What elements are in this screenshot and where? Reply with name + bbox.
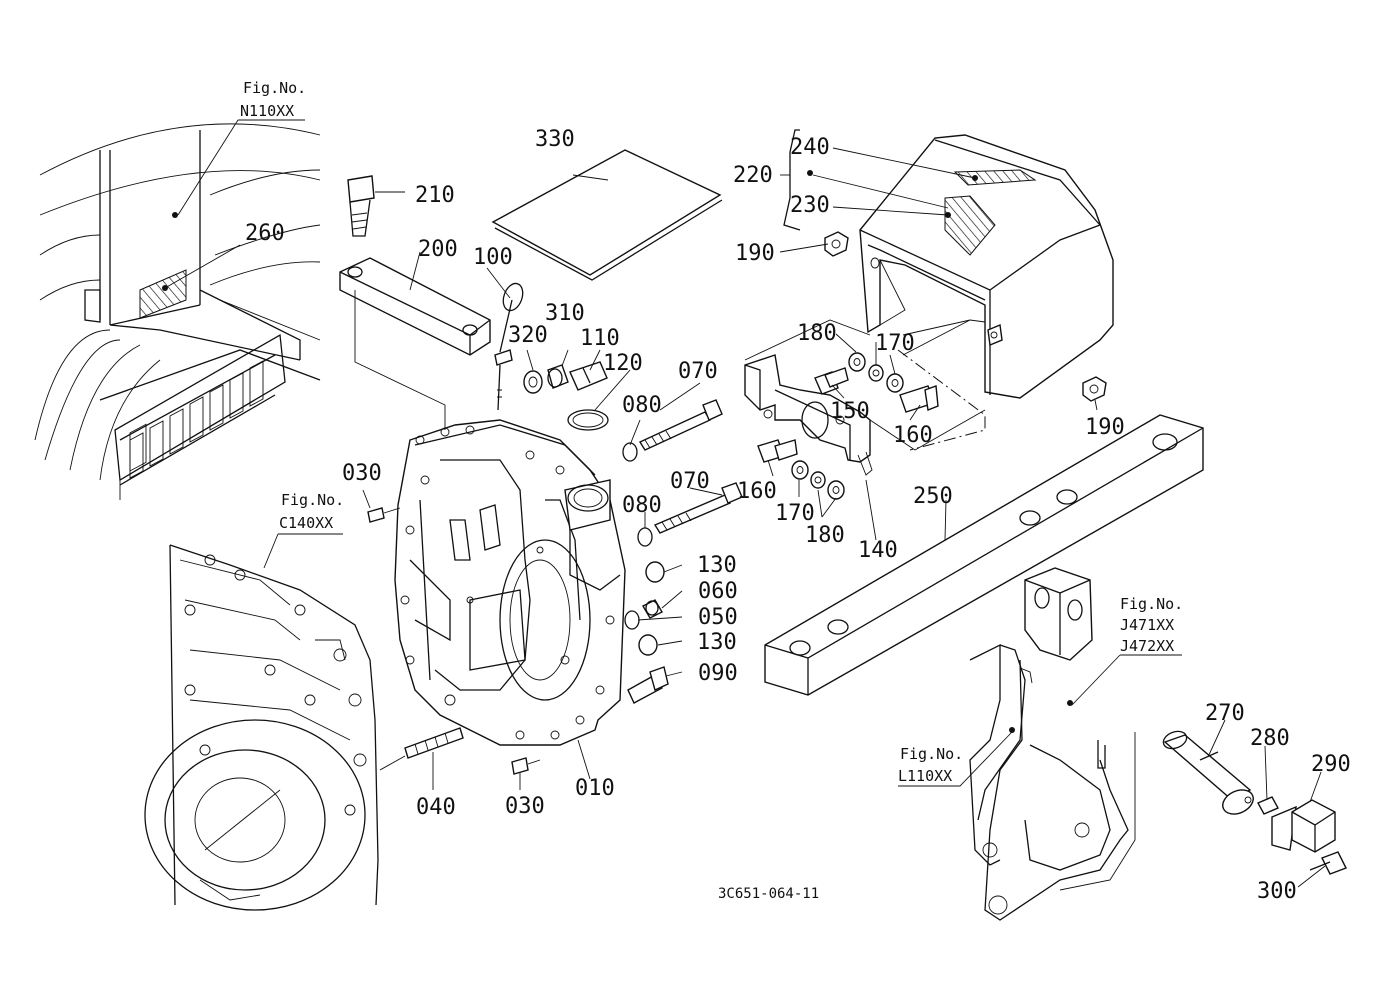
leader-lines	[177, 119, 1326, 888]
part-label: 180	[797, 321, 837, 346]
part-numbers: 330 240 220 230 210 260 200 100 190 310 …	[245, 127, 1351, 904]
svg-text:L110XX: L110XX	[898, 767, 952, 785]
fig-ref-J471XX: Fig.No. J471XX J472XX	[1120, 595, 1183, 655]
small-parts-right-of-housing	[624, 561, 669, 704]
part-label: 210	[415, 183, 455, 208]
bolt-070-lower	[637, 482, 743, 547]
part-label: 130	[697, 630, 737, 655]
bar-200	[339, 257, 491, 430]
part-label: 300	[1257, 879, 1297, 904]
part-label: 240	[790, 135, 830, 160]
svg-text:Fig.No.: Fig.No.	[1120, 595, 1183, 613]
part-label: 030	[505, 794, 545, 819]
svg-text:Fig.No.: Fig.No.	[243, 79, 306, 97]
part-label: 040	[416, 795, 456, 820]
part-label: 230	[790, 193, 830, 218]
stud-040	[379, 727, 464, 790]
bolt-070-upper	[622, 399, 723, 462]
part-label: 220	[733, 163, 773, 188]
part-label: 080	[622, 393, 662, 418]
drawing-code: 3C651-064-11	[718, 886, 819, 902]
part-label: 160	[737, 479, 777, 504]
part-label: 310	[545, 301, 585, 326]
dipstick-100	[494, 282, 524, 411]
decal-240	[953, 169, 1037, 186]
part-label: 030	[342, 461, 382, 486]
bolt-300	[1309, 851, 1347, 875]
fig-ref-L110XX: Fig.No. L110XX	[898, 745, 963, 785]
bracket-140	[744, 319, 986, 476]
bolts-150-160	[757, 367, 939, 463]
part-label: 170	[775, 501, 815, 526]
part-label: 260	[245, 221, 285, 246]
part-label: 200	[418, 237, 458, 262]
part-label: 070	[670, 469, 710, 494]
part-label: 180	[805, 523, 845, 548]
nuts-190	[824, 231, 1107, 402]
washers-170-180	[791, 352, 904, 500]
part-label: 110	[580, 326, 620, 351]
part-label: 270	[1205, 701, 1245, 726]
part-label: 330	[535, 127, 575, 152]
svg-text:C140XX: C140XX	[279, 514, 333, 532]
part-label: 170	[875, 331, 915, 356]
part-label: 190	[735, 241, 775, 266]
part-label: 130	[697, 553, 737, 578]
bar-250	[764, 414, 1204, 696]
part-label: 050	[698, 605, 738, 630]
part-label: 150	[830, 399, 870, 424]
decal-260	[139, 269, 187, 319]
part-label: 070	[678, 359, 718, 384]
hitch-assembly	[969, 567, 1136, 921]
cover-220	[807, 134, 1114, 399]
vent-grille	[129, 423, 147, 472]
fig-ref-N110XX: Fig.No. N110XX	[240, 79, 306, 120]
housing-010	[394, 419, 626, 746]
part-label: 090	[698, 661, 738, 686]
plugs-and-cap	[523, 361, 609, 431]
svg-text:J471XX: J471XX	[1120, 616, 1174, 634]
manual-330	[491, 149, 723, 281]
part-label: 140	[858, 538, 898, 563]
part-label: 280	[1250, 726, 1290, 751]
svg-text:Fig.No.: Fig.No.	[900, 745, 963, 763]
part-label: 290	[1311, 752, 1351, 777]
pin-270	[1162, 730, 1254, 815]
svg-text:J472XX: J472XX	[1120, 637, 1174, 655]
part-label: 100	[473, 245, 513, 270]
cabin-fragment	[34, 123, 321, 500]
brace-220	[783, 129, 801, 231]
dowel-pins-030	[367, 507, 541, 775]
transmission-case-fragment	[144, 544, 379, 911]
part-label: 190	[1085, 415, 1125, 440]
plate-290	[1271, 799, 1336, 853]
fig-ref-C140XX: Fig.No. C140XX	[279, 491, 344, 532]
part-label: 160	[893, 423, 933, 448]
part-label: 250	[913, 484, 953, 509]
part-label: 320	[508, 323, 548, 348]
part-label: 010	[575, 776, 615, 801]
svg-text:N110XX: N110XX	[240, 102, 294, 120]
part-label: 060	[698, 579, 738, 604]
svg-text:Fig.No.: Fig.No.	[281, 491, 344, 509]
decal-230	[944, 195, 996, 256]
bolt-210	[347, 175, 375, 237]
part-label: 120	[603, 351, 643, 376]
bolt-280	[1257, 796, 1279, 815]
part-label: 080	[622, 493, 662, 518]
